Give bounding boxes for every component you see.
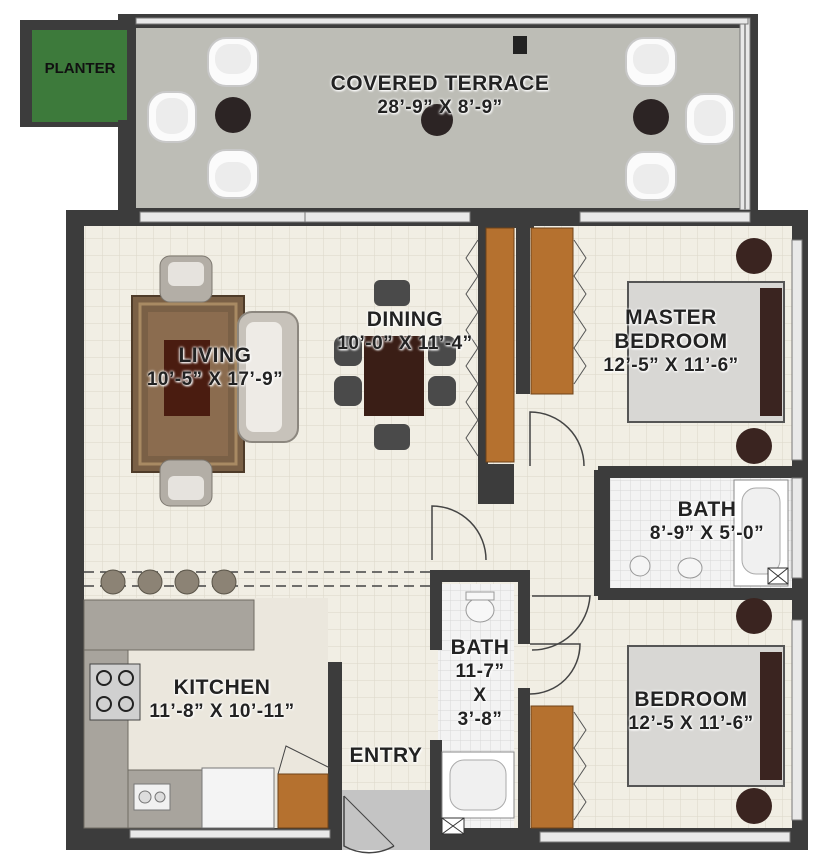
chair-icon bbox=[625, 151, 677, 201]
pantry bbox=[277, 773, 329, 829]
master-bath-fixtures bbox=[629, 479, 789, 587]
chair-icon bbox=[685, 93, 735, 145]
room-dimensions: 11’-8” X 10’-11” bbox=[149, 701, 295, 722]
master-bath-label: BATH 8’-9” X 5’-0” bbox=[614, 498, 800, 546]
nightstand-icon bbox=[736, 428, 772, 464]
armchair-icon bbox=[159, 255, 213, 507]
closet-bedroom bbox=[530, 705, 574, 829]
bedroom-bed bbox=[627, 598, 785, 824]
master-bedroom-label: MASTER BEDROOM 12’-5” X 11’-6” bbox=[566, 306, 776, 378]
master-bed bbox=[627, 238, 785, 464]
terrace-doors bbox=[139, 211, 751, 223]
planter bbox=[20, 20, 133, 127]
dining-label: DINING 10’-0” X 11’-4” bbox=[300, 308, 510, 356]
kitchen-island bbox=[83, 599, 255, 651]
refrigerator-icon bbox=[201, 767, 275, 829]
room-name: MASTER bbox=[625, 306, 717, 329]
closet-door-swings bbox=[465, 239, 587, 821]
terrace-dining-set-left bbox=[147, 37, 259, 199]
bath-door-swing bbox=[531, 595, 591, 651]
hall-bath-label: BATH 11-7” X 3’-8” bbox=[432, 636, 528, 732]
sink-icon bbox=[629, 555, 651, 577]
room-name: KITCHEN bbox=[173, 676, 271, 699]
sofa-icon bbox=[237, 311, 299, 443]
room-dimensions-separator: X bbox=[473, 685, 487, 706]
terrace-dining-set-right bbox=[625, 37, 735, 201]
closet-dining bbox=[485, 227, 515, 463]
terrace-label: COVERED TERRACE 28’-9” X 8’-9” bbox=[290, 72, 590, 120]
room-name: BEDROOM bbox=[634, 688, 748, 711]
living-label: LIVING 10’-5” X 17’-9” bbox=[110, 344, 320, 392]
bar-stool-icon bbox=[100, 569, 237, 595]
hall-door-swing bbox=[431, 505, 487, 561]
room-name: DINING bbox=[366, 308, 444, 331]
dining-table-set bbox=[334, 280, 456, 450]
chair-icon bbox=[207, 149, 259, 199]
room-dimensions: 11-7” bbox=[455, 661, 505, 682]
toilet-icon bbox=[465, 597, 495, 623]
windows bbox=[129, 239, 803, 843]
stove-icon bbox=[89, 663, 141, 721]
chair-icon bbox=[147, 91, 197, 143]
master-door-swing bbox=[529, 411, 585, 467]
nightstand-icon bbox=[736, 238, 772, 274]
room-dimensions: 12’-5 X 11’-6” bbox=[628, 713, 754, 734]
table-icon bbox=[421, 104, 453, 136]
toilet-icon bbox=[677, 557, 703, 579]
entry-label: ENTRY bbox=[338, 744, 434, 768]
room-dimensions: 12’-5” X 11’-6” bbox=[603, 355, 739, 376]
room-name: LIVING bbox=[178, 344, 252, 367]
room-name: ENTRY bbox=[349, 744, 423, 767]
room-name-line2: BEDROOM bbox=[614, 330, 728, 353]
entry-door bbox=[342, 790, 430, 854]
room-name: BATH bbox=[677, 498, 737, 521]
table-icon bbox=[215, 97, 251, 133]
planter-label: PLANTER bbox=[44, 60, 116, 77]
room-name: BATH bbox=[450, 636, 510, 659]
closet-master bbox=[530, 227, 574, 395]
bedroom-door-swing bbox=[529, 643, 581, 695]
hall-bath-fixtures bbox=[441, 591, 515, 835]
room-dimensions-2: 3’-8” bbox=[457, 709, 503, 730]
nightstand-icon bbox=[736, 788, 772, 824]
chair-icon bbox=[625, 37, 677, 87]
room-name: COVERED TERRACE bbox=[330, 72, 550, 95]
bedroom-label: BEDROOM 12’-5 X 11’-6” bbox=[586, 688, 796, 736]
kitchen-label: KITCHEN 11’-8” X 10’-11” bbox=[112, 676, 332, 724]
room-dimensions: 10’-5” X 17’-9” bbox=[146, 369, 284, 390]
room-dimensions: 10’-0” X 11’-4” bbox=[337, 333, 473, 354]
kitchen-fixtures bbox=[83, 569, 430, 829]
room-dimensions: 28’-9” X 8’-9” bbox=[377, 97, 503, 118]
coffee-table-icon bbox=[164, 340, 210, 416]
chair-icon bbox=[207, 37, 259, 87]
room-dimensions: 8’-9” X 5’-0” bbox=[649, 523, 765, 544]
table-icon bbox=[633, 99, 669, 135]
nightstand-icon bbox=[736, 598, 772, 634]
sink-icon bbox=[133, 783, 171, 811]
